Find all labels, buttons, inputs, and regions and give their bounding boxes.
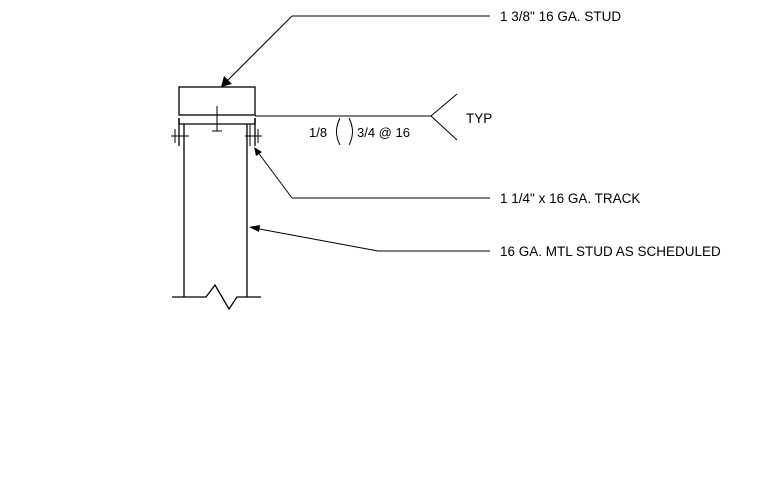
weld-symbol bbox=[255, 93, 458, 146]
leader-stud bbox=[221, 15, 490, 87]
break-line bbox=[172, 283, 261, 311]
weld-tail-note: TYP bbox=[466, 111, 492, 126]
callout-stud-label: 1 3/8" 16 GA. STUD bbox=[500, 9, 621, 24]
weld-far-side: 3/4 @ 16 bbox=[357, 125, 410, 140]
screw-marks bbox=[171, 106, 262, 143]
callout-metal-stud-label: 16 GA. MTL STUD AS SCHEDULED bbox=[500, 244, 721, 259]
metal-stud bbox=[183, 124, 248, 297]
callout-track-label: 1 1/4" x 16 GA. TRACK bbox=[500, 191, 640, 206]
weld-near-side: 1/8 bbox=[309, 125, 327, 140]
leader-track bbox=[254, 147, 490, 199]
leader-metal-stud bbox=[249, 225, 490, 252]
